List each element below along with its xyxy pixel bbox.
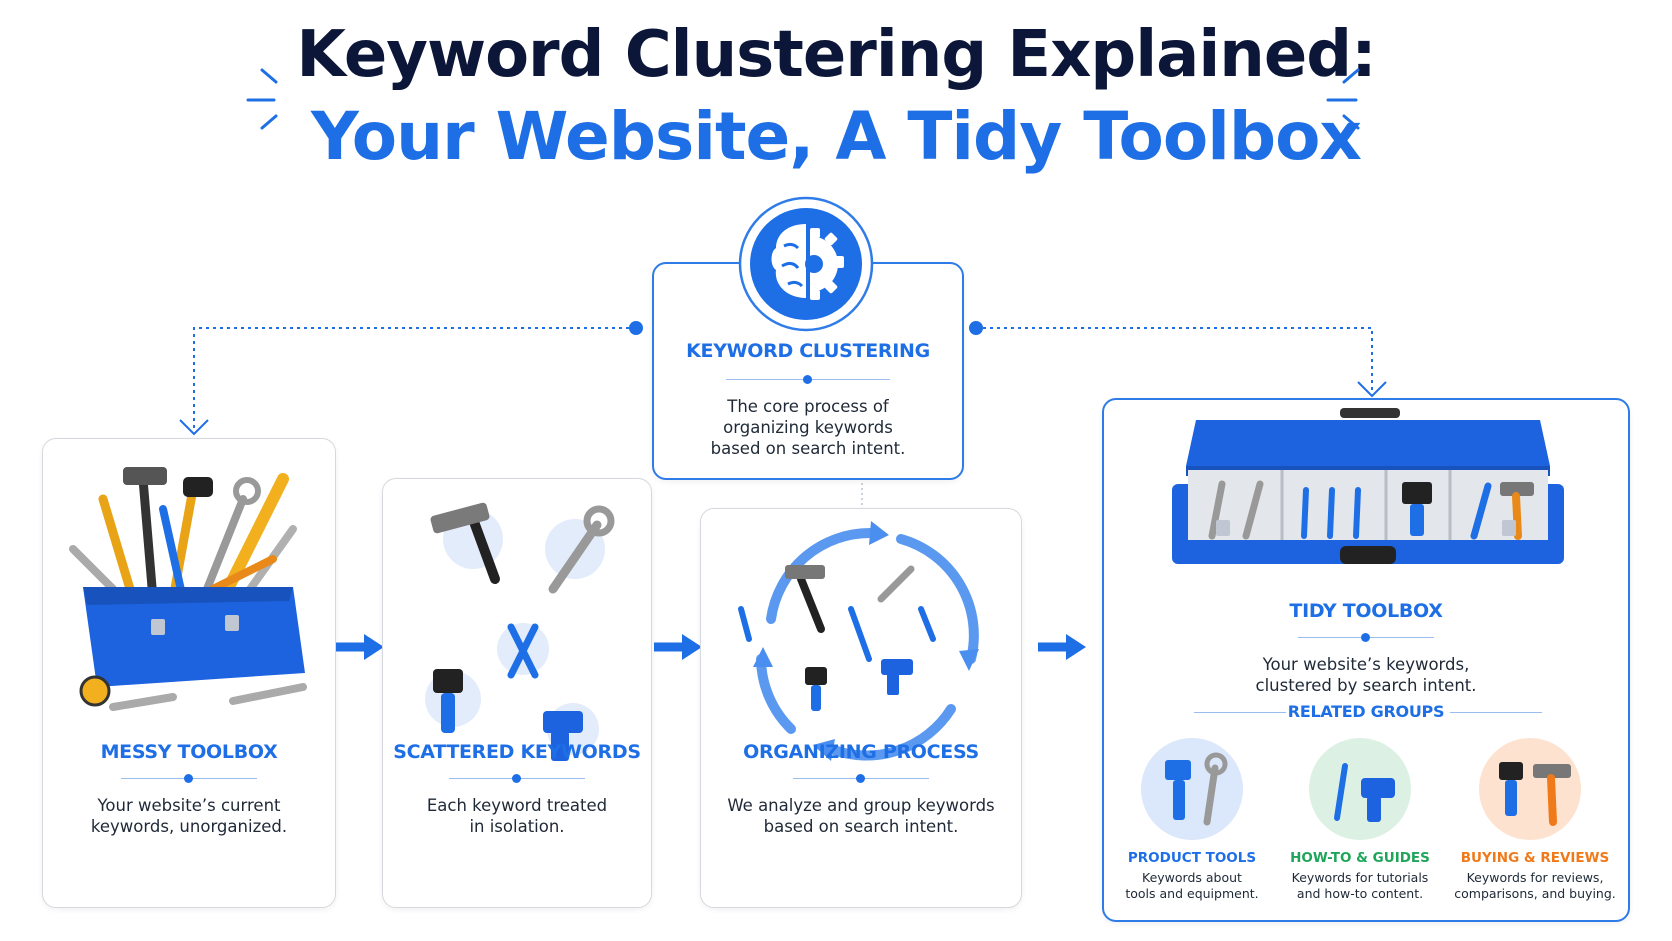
how-to-guides-desc-1: Keywords for tutorials <box>1291 870 1429 885</box>
related-groups-line-right <box>1450 712 1542 713</box>
tidy-toolbox-title: TIDY TOOLBOX <box>1289 600 1443 622</box>
arrow-right-icon <box>654 634 702 660</box>
tidy-toolbox-card: TIDY TOOLBOX Your website’s keywords, cl… <box>1102 398 1630 922</box>
organizing-process-desc-2: based on search intent. <box>763 817 959 836</box>
buying-reviews-desc-2: comparisons, and buying. <box>1454 886 1616 901</box>
page-subtitle: Your Website, A Tidy Toolbox <box>311 98 1362 175</box>
scattered-keywords-desc-1: Each keyword treated <box>426 796 608 815</box>
how-to-guides-desc-2: and how-to content. <box>1296 886 1424 901</box>
brain-gear-icon <box>738 196 874 332</box>
arrow-right-icon <box>336 634 384 660</box>
related-groups-title: RELATED GROUPS <box>1287 702 1445 721</box>
keyword-clustering-desc-1: The core process of <box>727 397 889 416</box>
buying-reviews-icon <box>1499 762 1571 826</box>
scattered-keywords-desc-2: in isolation. <box>469 817 565 836</box>
messy-toolbox-illustration <box>69 467 307 711</box>
product-tools-icon <box>1165 752 1228 826</box>
product-tools-desc-1: Keywords about <box>1142 870 1242 885</box>
buying-reviews-title: BUYING & REVIEWS <box>1460 850 1610 866</box>
divider-dot <box>512 774 521 783</box>
divider-dot <box>1361 633 1370 642</box>
tidy-toolbox-illustration <box>1172 408 1564 564</box>
page-title: Keyword Clustering Explained: <box>296 18 1376 92</box>
keyword-clustering-card: KEYWORD CLUSTERING The core process of o… <box>652 262 964 480</box>
tidy-toolbox-desc-2: clustered by search intent. <box>1255 676 1477 695</box>
scattered-tools-illustration <box>425 502 615 761</box>
product-tools-title: PRODUCT TOOLS <box>1127 850 1257 866</box>
tidy-toolbox-desc-1: Your website’s keywords, <box>1262 655 1470 674</box>
related-groups-line-left <box>1194 712 1286 713</box>
organizing-process-card: ORGANIZING PROCESS We analyze and group … <box>700 508 1022 908</box>
keyword-clustering-desc-2: organizing keywords <box>723 418 893 437</box>
buying-reviews-desc-1: Keywords for reviews, <box>1466 870 1604 885</box>
keyword-clustering-title: KEYWORD CLUSTERING <box>686 340 930 362</box>
messy-toolbox-card: MESSY TOOLBOX Your website’s current key… <box>42 438 336 908</box>
messy-toolbox-desc-1: Your website’s current <box>97 796 281 815</box>
scattered-keywords-title: SCATTERED KEYWORDS <box>393 741 641 763</box>
product-tools-circle <box>1141 738 1243 840</box>
organizing-process-title: ORGANIZING PROCESS <box>743 741 979 763</box>
title-sparks-left <box>246 68 278 130</box>
scattered-keywords-card: SCATTERED KEYWORDS Each keyword treated … <box>382 478 652 908</box>
divider-dot <box>803 375 812 384</box>
how-to-guides-title: HOW-TO & GUIDES <box>1290 850 1430 866</box>
divider-dot <box>856 774 865 783</box>
buying-reviews-circle <box>1479 738 1581 840</box>
swirling-tools-illustration <box>738 521 979 761</box>
title-sparks-right <box>1326 68 1360 130</box>
keyword-clustering-desc-3: based on search intent. <box>710 439 906 458</box>
product-tools-desc-2: tools and equipment. <box>1125 886 1259 901</box>
how-to-guides-icon <box>1334 763 1395 822</box>
organizing-process-desc-1: We analyze and group keywords <box>727 796 995 815</box>
messy-toolbox-desc-2: keywords, unorganized. <box>90 817 288 836</box>
divider-dot <box>184 774 193 783</box>
arrow-right-icon <box>1038 634 1086 660</box>
messy-toolbox-title: MESSY TOOLBOX <box>100 741 278 763</box>
